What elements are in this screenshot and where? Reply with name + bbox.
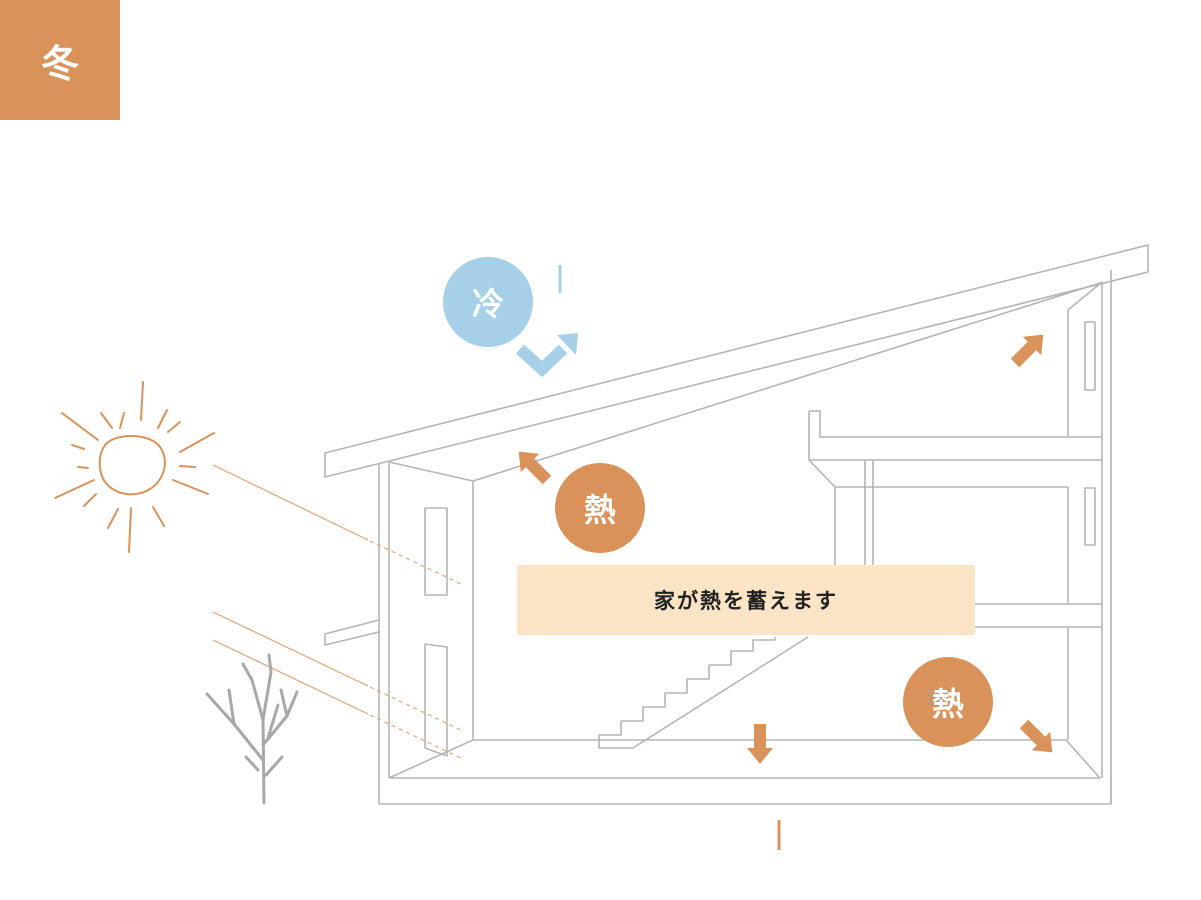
floor [388,739,1101,779]
caption-text: 家が熱を蓄えます [654,588,838,613]
window-left-bottom [424,643,448,757]
left-eave [324,619,380,646]
stairs [598,637,776,748]
house-structure [324,244,1149,805]
heat-bubble-upper: 熱 [555,463,645,553]
window-right-top [1084,321,1096,391]
heat-label-upper: 熱 [583,491,616,529]
loft-floor [809,410,1102,438]
season-badge: 冬 [0,0,120,120]
foundation [379,778,1112,805]
heat-bubble-lower: 熱 [903,657,993,747]
sun-rays [212,464,464,760]
cold-label: 冷 [471,285,504,323]
cold-bubble: 冷 [443,257,533,347]
sun-icon [54,381,215,553]
heat-label-lower: 熱 [931,685,964,723]
heat-arrow-icon [518,334,1053,764]
tree-icon [205,653,299,805]
caption-box: 家が熱を蓄えます [517,565,975,635]
window-right-middle [1084,487,1096,546]
cold-arrow-icon [515,333,578,378]
window-left-top [424,507,448,596]
roof [324,244,1149,478]
season-label: 冬 [40,40,79,86]
